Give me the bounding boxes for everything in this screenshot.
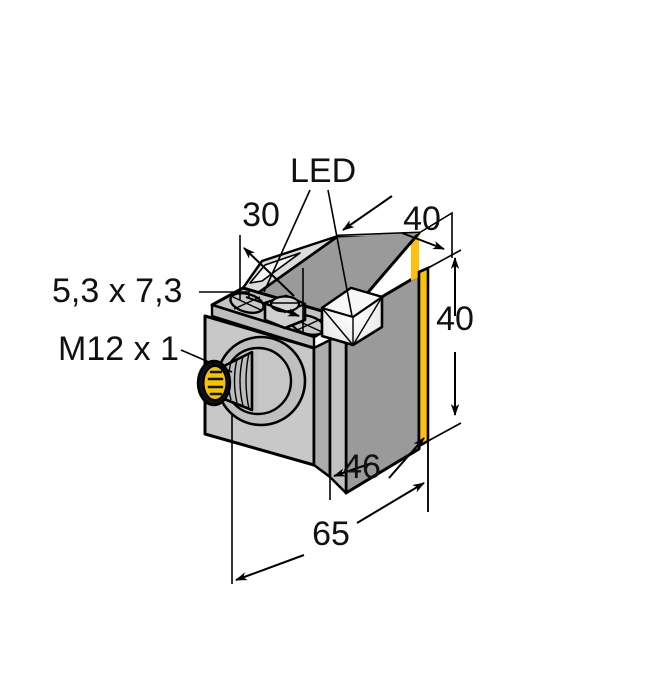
dim-65-value: 65 (312, 515, 350, 553)
dim-40h-ext-bottom (427, 422, 462, 442)
dim-40w-value: 40 (403, 200, 441, 238)
connector-pin-slots (207, 370, 224, 396)
dimension-65: 65 (231, 413, 429, 584)
dimension-30: 30 (239, 196, 304, 332)
dim-30-arrow-right (245, 296, 300, 317)
dim-40w-arrow-right (401, 232, 445, 250)
thread-leader (180, 349, 233, 373)
led-label: LED (290, 152, 356, 190)
dim-40w-arrow-left (342, 195, 393, 231)
dim-30-value: 30 (242, 196, 280, 234)
dim-30-arrow-left (243, 247, 295, 297)
dim-46-arrow-left (333, 462, 373, 477)
yellow-accent-stripe-vertical (417, 265, 430, 449)
dimension-40-height: 40 (427, 249, 474, 442)
dim-46-arrow-right (388, 437, 425, 479)
dim-40h-value: 40 (436, 300, 474, 338)
body-bottom-edge (204, 433, 315, 466)
led-prism (320, 286, 384, 347)
led-leader-right (327, 189, 353, 317)
mounting-slot-leader (199, 291, 250, 297)
dimension-40-width: 40 (342, 195, 453, 258)
dim-40h-ext-top (427, 249, 462, 269)
thread-label: M12 x 1 (58, 330, 179, 368)
body-side-rib (312, 338, 332, 479)
m12-connector (196, 335, 307, 427)
body-top-rear-sliver (338, 233, 419, 237)
yellow-accent-stripe (411, 233, 419, 281)
dim-40w-ext-right (418, 211, 453, 258)
dim-46-value: 46 (343, 448, 381, 486)
dim-65-arrow-right (356, 482, 425, 524)
mounting-slot-label: 5,3 x 7,3 (52, 272, 182, 310)
dim-65-arrow-left (235, 554, 305, 581)
